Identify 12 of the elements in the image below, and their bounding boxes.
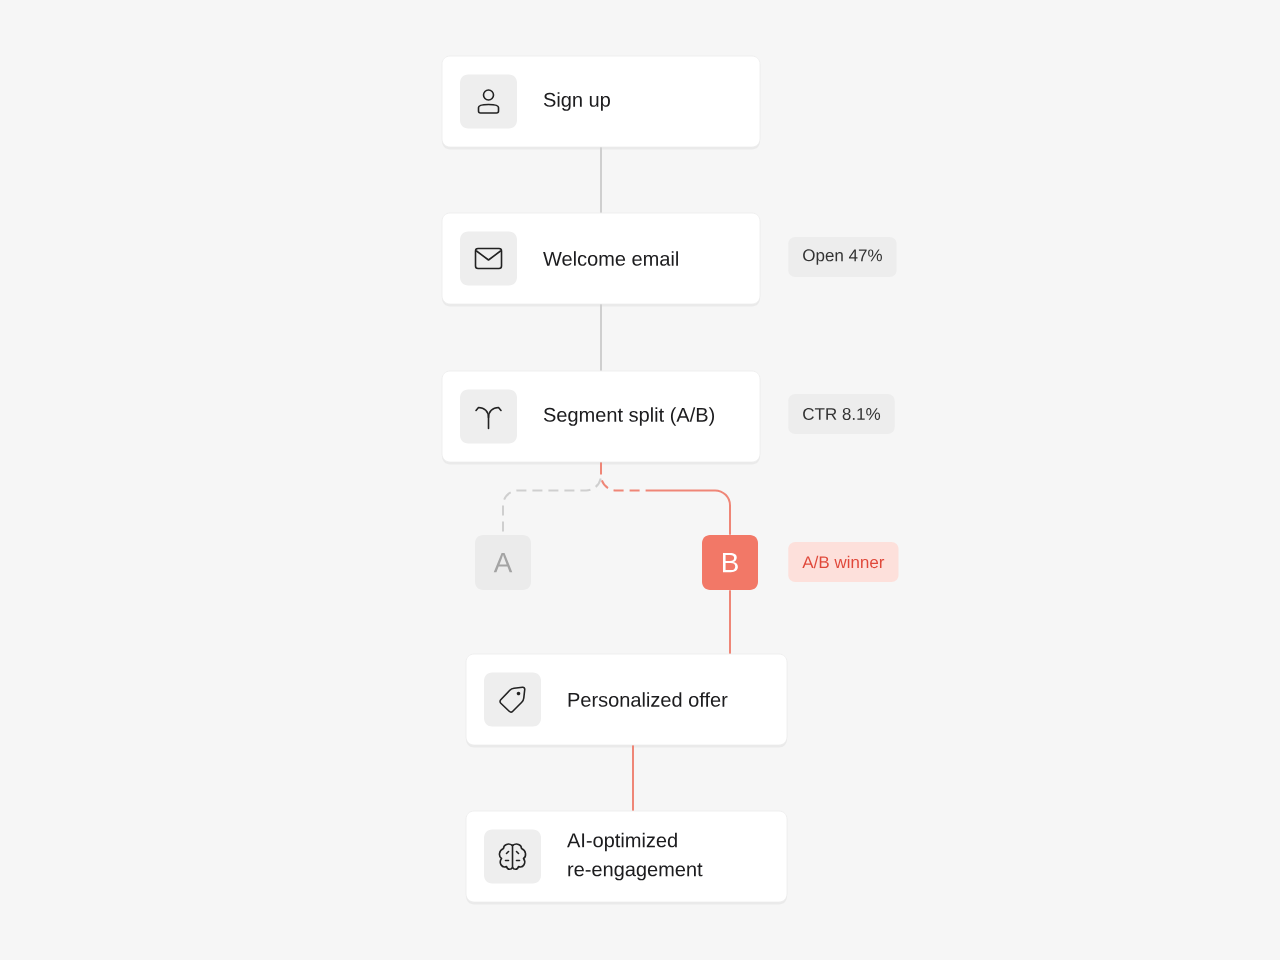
variant-box: A <box>475 535 531 590</box>
connector-line <box>729 589 731 655</box>
connector-line <box>600 146 602 214</box>
process-box: Personalized offer <box>465 653 788 748</box>
process-box: AI-optimized re-engagement <box>465 810 788 905</box>
metric-badge: Open 47% <box>788 237 897 277</box>
connector-line <box>632 744 634 812</box>
metric-badge: CTR 8.1% <box>788 394 895 434</box>
metric-badge: A/B winner <box>788 542 899 582</box>
variant-box: B <box>702 535 758 590</box>
connector-line <box>600 461 731 536</box>
connector-line <box>600 303 602 372</box>
